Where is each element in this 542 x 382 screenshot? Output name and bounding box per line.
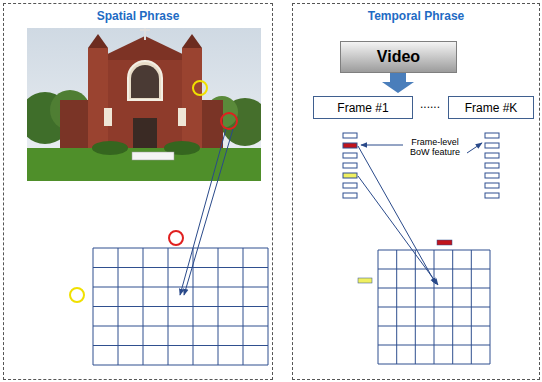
photo-spire xyxy=(88,34,108,48)
ellipsis-label: ...... xyxy=(414,98,446,112)
video-box: Video xyxy=(340,41,457,73)
bow-bar xyxy=(485,163,499,168)
grid-axis-red-bar xyxy=(437,240,452,245)
phrase-panel: Spatial Phrase xyxy=(3,3,273,380)
photo-window-small xyxy=(178,108,186,126)
panel-heading: Temporal Phrase xyxy=(293,9,539,23)
frame-box: Frame #1 xyxy=(313,96,413,119)
mapping-arrow xyxy=(184,129,233,295)
bow-bar xyxy=(343,153,357,158)
photo-door xyxy=(133,118,157,150)
grid-axis-red-circle xyxy=(169,231,183,245)
photo-sky xyxy=(27,28,261,181)
photo-window-glass xyxy=(131,65,159,98)
box-label: Video xyxy=(377,48,420,66)
temporal-grid xyxy=(378,250,490,364)
photo-bush xyxy=(92,141,128,155)
bow-bar xyxy=(485,143,499,148)
box-label: Frame #K xyxy=(465,101,518,115)
mapping-arrow xyxy=(180,129,226,295)
photo-spire xyxy=(182,34,202,48)
feature-circle-yellow xyxy=(193,81,207,95)
bow-bar xyxy=(343,193,357,198)
grid-axis-yellow-circle xyxy=(70,288,84,302)
bow-bar xyxy=(485,183,499,188)
photo-cross xyxy=(140,28,150,40)
photo-window xyxy=(128,61,162,100)
photo-tower xyxy=(182,48,202,152)
mapping-arrow xyxy=(358,176,438,285)
leader-arrow xyxy=(361,145,403,146)
feature-label: Frame-level BoW feature xyxy=(402,137,468,158)
grid-axis-yellow-bar xyxy=(358,278,372,283)
bow-bar xyxy=(485,193,499,198)
panel-heading: Spatial Phrase xyxy=(4,9,272,23)
photo-sign xyxy=(132,152,174,160)
phrase-panel: Temporal PhraseVideoFrame #1 Frame #K xyxy=(292,3,540,380)
feature-circle-red xyxy=(221,113,237,129)
frame-box: Frame #K xyxy=(448,96,534,119)
photo-tower xyxy=(88,48,108,152)
spatial-grid xyxy=(93,248,268,365)
photo-facade xyxy=(95,60,195,152)
bow-bar-red xyxy=(343,143,357,148)
bow-bar xyxy=(343,163,357,168)
bow-bar xyxy=(485,153,499,158)
bow-bar xyxy=(485,173,499,178)
mapping-arrow xyxy=(358,146,436,284)
down-block-arrow xyxy=(382,73,414,93)
photo-window-small xyxy=(104,108,112,126)
bow-bar xyxy=(343,183,357,188)
bow-bar xyxy=(485,133,499,138)
bow-bar-yellow xyxy=(343,173,357,178)
bow-bar xyxy=(343,133,357,138)
box-label: Frame #1 xyxy=(337,101,388,115)
leader-arrow xyxy=(467,143,482,153)
